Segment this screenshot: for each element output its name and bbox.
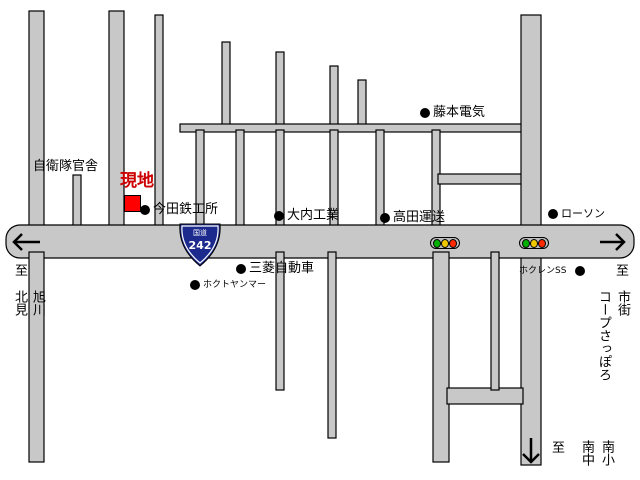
road-block-h <box>437 173 525 185</box>
route-kanji: 国道 <box>193 228 207 237</box>
landmark-hokuren-ss: ホクレンSS <box>519 264 588 279</box>
road-upper-a <box>221 41 231 128</box>
point-marker-icon <box>380 212 390 223</box>
arrow-down-icon <box>522 438 540 464</box>
landmark-ouchi: 大内工業 <box>274 208 339 223</box>
east-place-0: 市街 <box>615 290 630 316</box>
south-to: 至 <box>552 441 566 456</box>
south-place-0: 南小 <box>599 440 614 466</box>
landmark-lawson: ローソン <box>548 206 605 221</box>
point-marker-icon <box>548 209 558 219</box>
arrow-left-icon <box>12 233 40 251</box>
east-place-1: コープさっぽろ <box>596 290 611 381</box>
signal-yellow <box>441 238 449 248</box>
traffic-signal-icon <box>430 237 460 249</box>
road-lower-c <box>432 251 450 463</box>
point-marker-icon <box>236 263 246 274</box>
west-place-1: 旭川 <box>30 290 45 316</box>
point-marker-icon <box>140 204 150 215</box>
signal-red <box>449 238 457 248</box>
road-upper-horizontal <box>179 123 526 133</box>
point-marker-icon <box>274 210 284 221</box>
road-upper-d <box>357 79 367 128</box>
road-stub-west <box>72 174 82 232</box>
landmark-imada: 今田鉄工所 <box>140 202 218 217</box>
landmark-fujimoto: 藤本電気 <box>420 105 485 120</box>
route-shield-icon: 国道 242 <box>179 223 221 267</box>
road-left-third <box>154 14 164 232</box>
route-242-road <box>5 224 635 259</box>
landmark-hokuto-yanmar: ホクトヤンマー <box>190 278 266 293</box>
point-marker-icon <box>190 279 200 290</box>
landmark-jieitai: 自衛隊官舎 <box>33 159 99 174</box>
road-lower-horizontal <box>446 387 524 405</box>
landmark-mitsubishi: 三菱自動車 <box>236 261 314 276</box>
road-lower-d <box>490 251 500 391</box>
point-marker-icon <box>420 107 430 118</box>
road-block-b <box>235 129 245 232</box>
current-location-label: 現地 <box>120 171 154 191</box>
traffic-signal-icon <box>519 237 549 249</box>
point-marker-icon <box>575 265 586 276</box>
route-number: 242 <box>189 239 212 252</box>
road-west <box>28 10 45 232</box>
road-west-lower <box>28 251 45 463</box>
signal-green <box>522 238 530 248</box>
signal-green <box>433 238 441 248</box>
road-lower-a <box>275 251 285 391</box>
road-lower-b <box>327 251 337 439</box>
landmark-takada: 高田運送 <box>380 210 445 225</box>
south-place-1: 南中 <box>579 440 594 466</box>
signal-red <box>538 238 546 248</box>
west-to: 至 <box>15 264 29 279</box>
current-location-marker <box>124 195 141 212</box>
road-left-second <box>108 10 125 232</box>
road-upper-c <box>329 65 339 128</box>
west-place-0: 北見 <box>12 290 27 316</box>
signal-yellow <box>530 238 538 248</box>
east-to: 至 <box>616 264 630 279</box>
road-upper-b <box>275 51 285 128</box>
arrow-right-icon <box>600 233 626 251</box>
